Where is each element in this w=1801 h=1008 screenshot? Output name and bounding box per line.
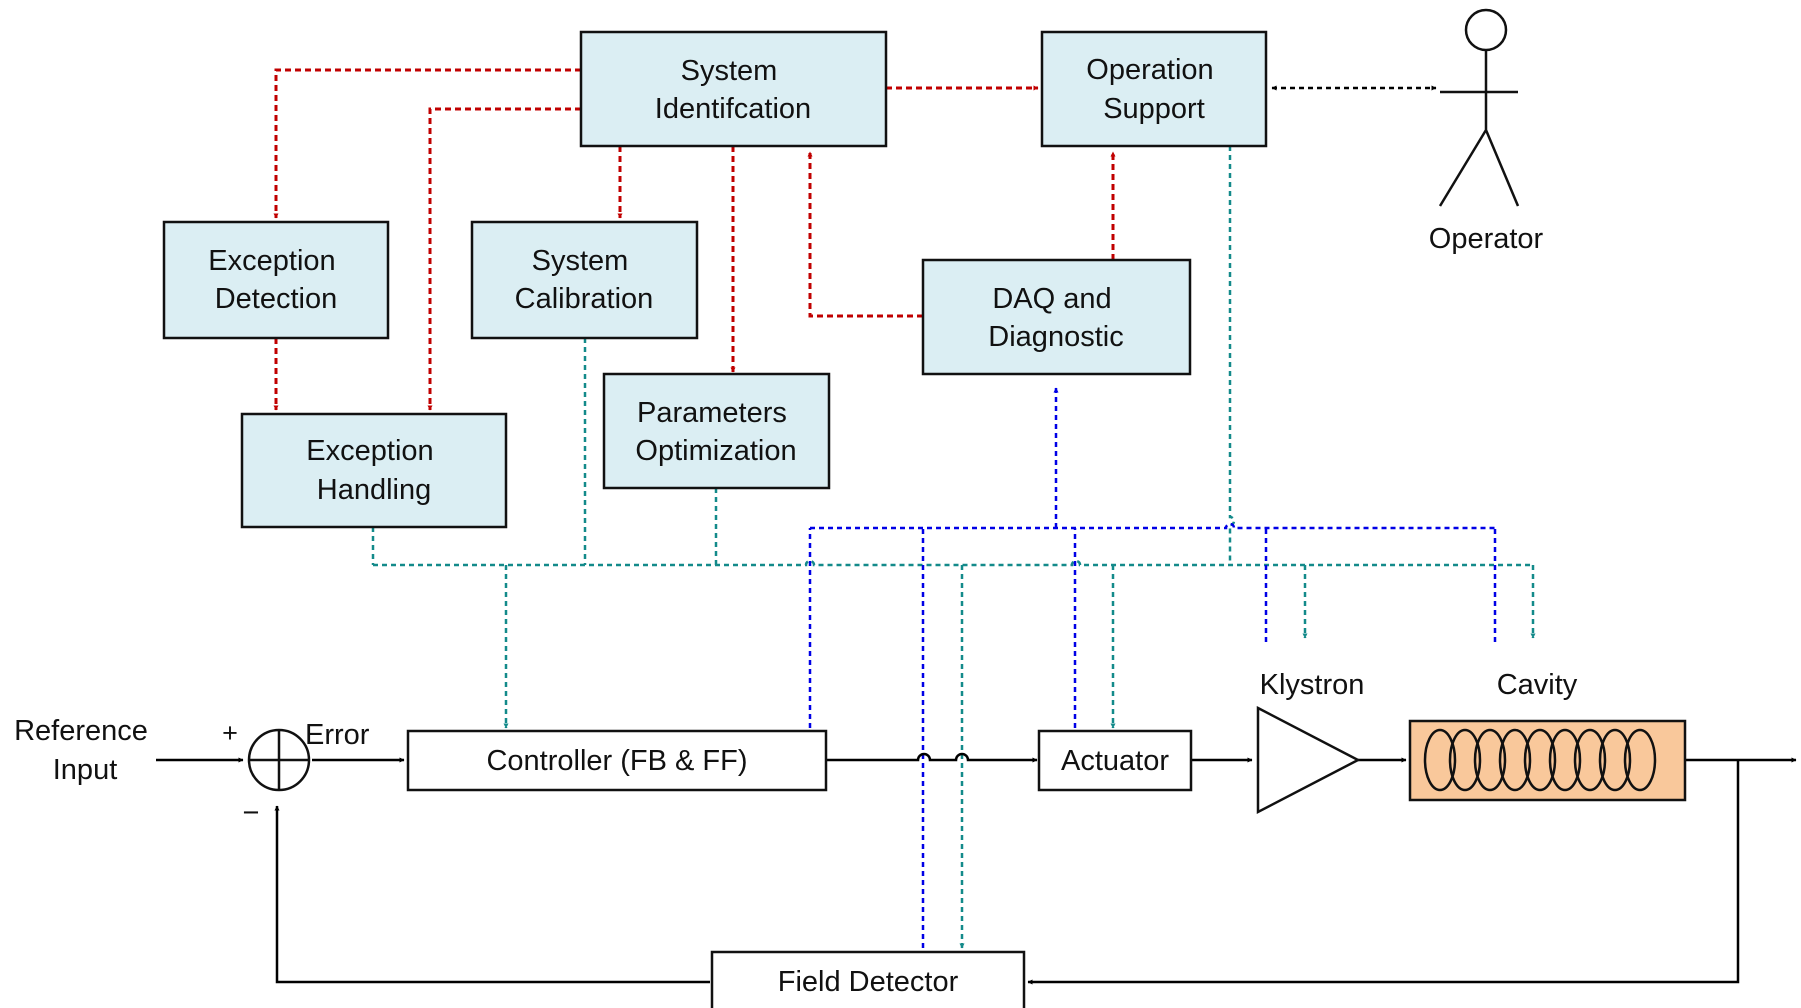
svg-text:Exception Handling: Exception Handling <box>306 435 441 506</box>
svg-text:Parameters Optimization: Parameters Optimization <box>635 397 796 467</box>
block-label-line: Operation <box>1086 54 1213 86</box>
block-rect <box>1037 729 1193 792</box>
block-operation-support: Operation Support <box>1040 30 1268 148</box>
block-rect <box>921 258 1192 376</box>
block-label: Actuator <box>1061 745 1169 777</box>
block-label-line: System <box>681 55 778 87</box>
block-actuator: Actuator <box>1037 729 1193 792</box>
block-rect <box>406 729 828 792</box>
block-label-line: Identifcation <box>655 93 811 125</box>
operator-figure <box>1438 8 1520 207</box>
block-label-line: Exception <box>208 245 335 277</box>
block-controller: Controller (FB & FF) <box>406 729 828 792</box>
svg-text:Operation Support: Operation Support <box>1086 54 1221 125</box>
block-rect <box>579 30 888 148</box>
block-daq-diagnostic: DAQ and Diagnostic <box>921 258 1192 376</box>
blue-links <box>808 387 1497 948</box>
link-field-detector-to-summer <box>274 805 710 984</box>
cavity-label: Cavity <box>1497 669 1578 701</box>
link-daq-to-sysid <box>807 151 923 318</box>
cavity-cells <box>1423 728 1657 792</box>
block-label-line: Support <box>1103 93 1205 125</box>
block-exception-handling: Exception Handling <box>240 412 508 529</box>
block-system-calibration: System Calibration <box>470 220 699 340</box>
link-sysid-to-exception-detection <box>273 68 581 219</box>
summing-junction: + − Error <box>222 718 370 829</box>
svg-text:System Identifcation: System Identifcation <box>655 55 811 125</box>
operator-label: Operator <box>1429 223 1544 255</box>
block-rect <box>1040 30 1268 148</box>
block-rect <box>470 220 699 340</box>
operator-head <box>1464 8 1508 52</box>
block-rect <box>240 412 508 529</box>
reference-input-label: Reference Input <box>14 715 156 786</box>
klystron-triangle <box>1256 705 1361 815</box>
link-output-to-field-detector <box>1027 760 1740 985</box>
block-label-line: Diagnostic <box>988 321 1123 353</box>
block-field-detector: Field Detector <box>710 950 1026 1008</box>
block-rect <box>710 950 1026 1008</box>
blue-bus <box>810 522 1495 530</box>
cavity: Cavity <box>1408 669 1687 802</box>
klystron-label: Klystron <box>1260 669 1365 701</box>
block-parameters-optimization: Parameters Optimization <box>602 372 831 490</box>
svg-text:Exception Detection: Exception Detection <box>208 245 343 315</box>
block-label-line: Calibration <box>515 283 654 315</box>
block-label: Controller (FB & FF) <box>486 745 747 777</box>
teal-bus <box>373 559 1533 567</box>
block-label-line: System <box>532 245 629 277</box>
klystron-amplifier: Klystron <box>1256 669 1365 815</box>
block-label-line: Handling <box>317 474 431 506</box>
block-label-line: DAQ and <box>992 283 1111 315</box>
operator-body <box>1438 50 1520 207</box>
block-system-identification: System Identifcation <box>579 30 888 148</box>
signal-path <box>156 85 1797 985</box>
block-label-line: Detection <box>215 283 338 315</box>
link-op-support-down <box>1228 146 1236 565</box>
block-exception-detection: Exception Detection <box>162 220 390 340</box>
block-label-line: Optimization <box>635 435 796 467</box>
block-rect <box>162 220 390 340</box>
link-controller-to-actuator <box>826 752 1038 763</box>
block-label-line: Exception <box>306 435 433 467</box>
svg-text:System Calibration: System Calibration <box>515 245 654 315</box>
link-sysid-to-exception-handling <box>427 107 581 411</box>
summer-cross <box>249 730 309 790</box>
block-label-line: Parameters <box>637 397 787 429</box>
plus-sign: + <box>222 718 238 748</box>
red-links <box>273 68 1116 411</box>
error-label: Error <box>305 719 370 751</box>
block-label: Field Detector <box>778 966 959 998</box>
minus-sign: − <box>243 797 260 829</box>
block-rect <box>602 372 831 490</box>
svg-text:DAQ and Diagnostic: DAQ and Diagnostic <box>988 283 1123 353</box>
teal-links <box>371 146 1536 949</box>
